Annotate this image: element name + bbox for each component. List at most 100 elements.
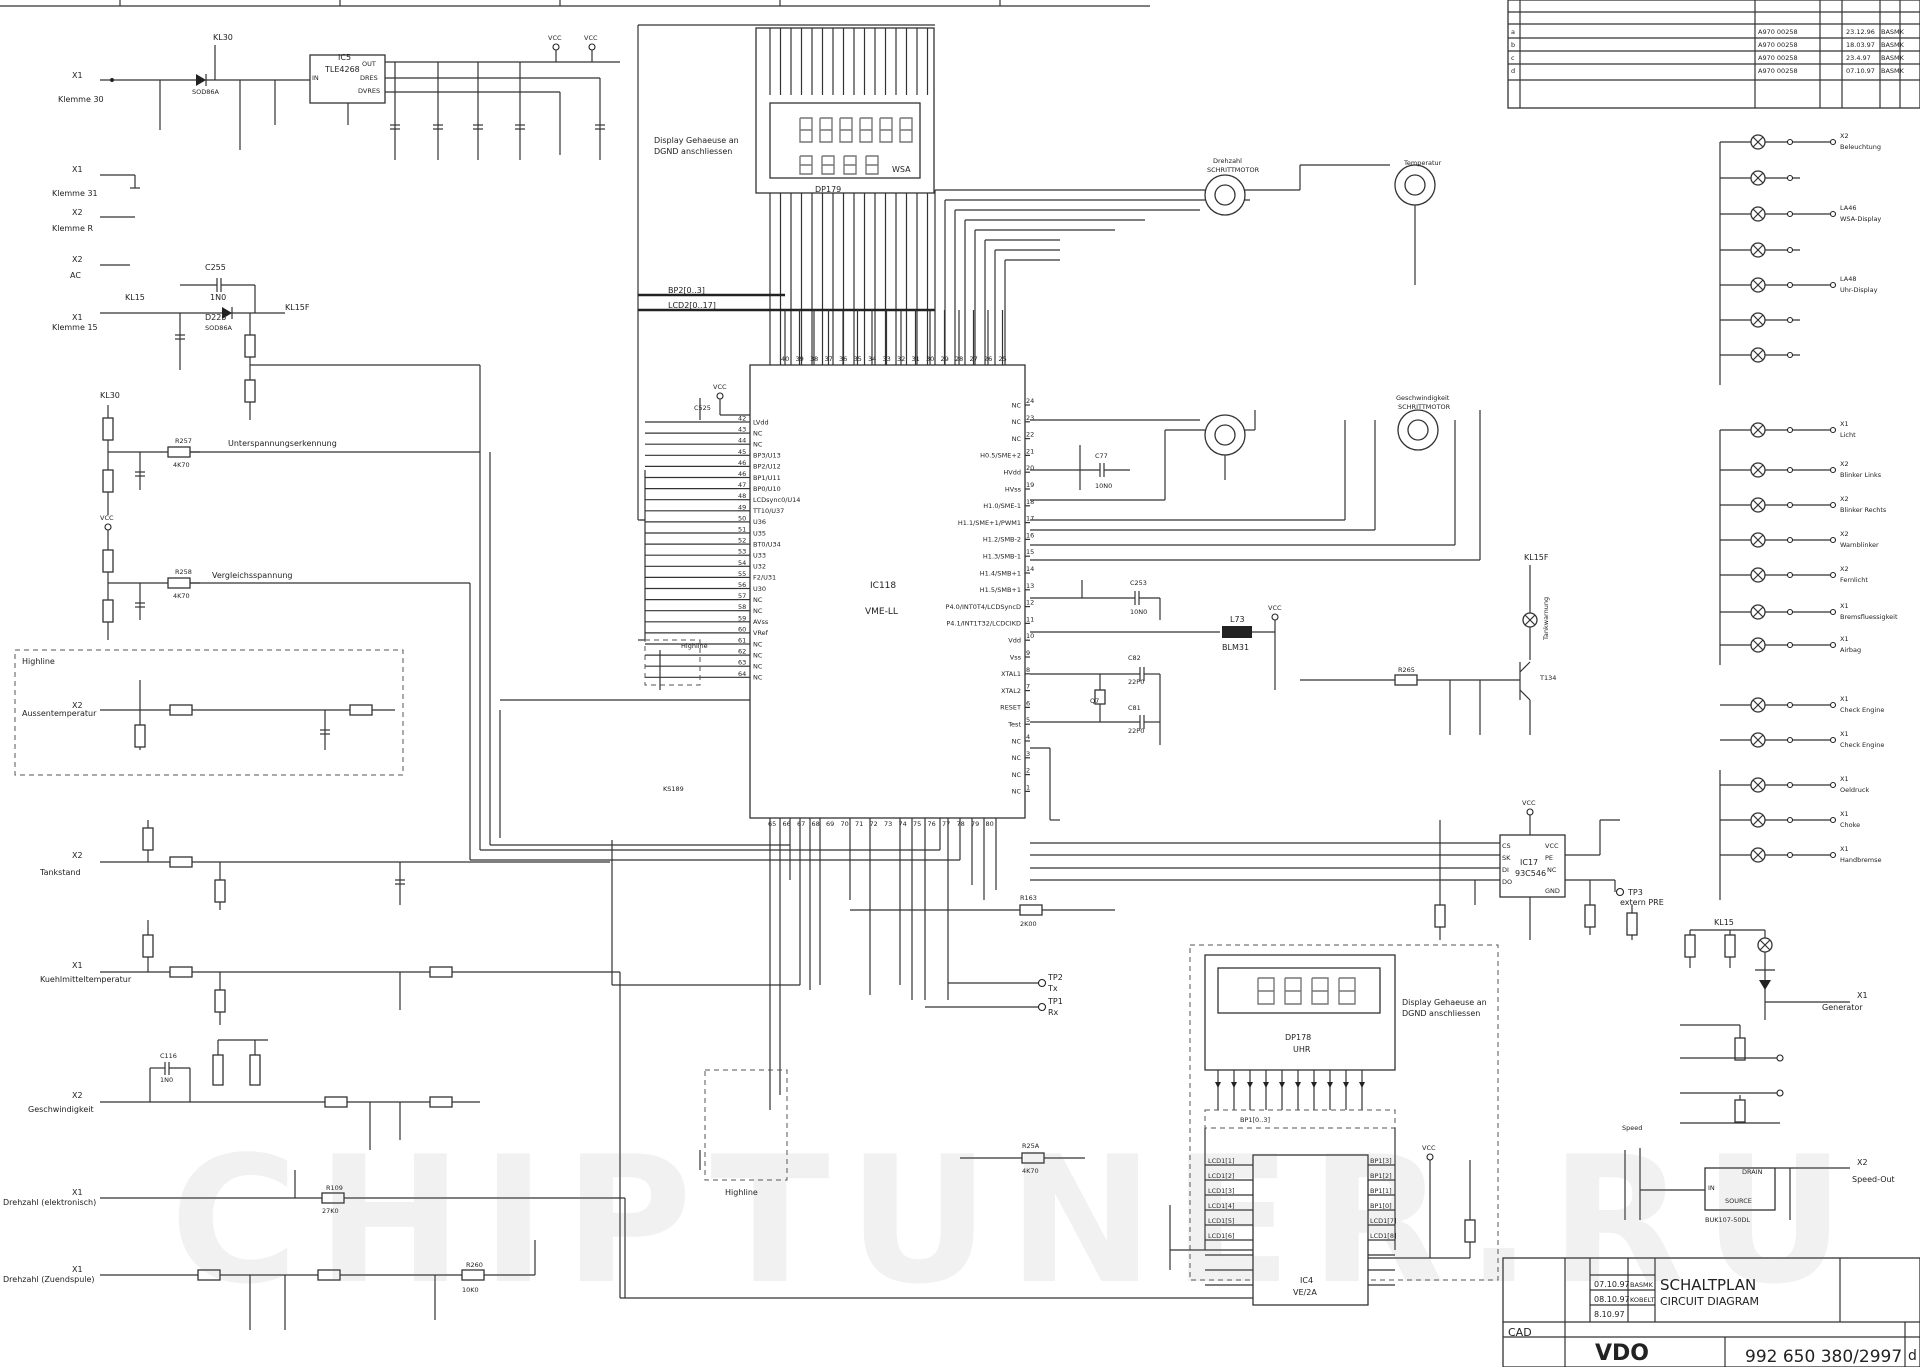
tp3-desc: extern PRE: [1620, 898, 1664, 907]
tb-title-en: CIRCUIT DIAGRAM: [1660, 1295, 1759, 1308]
tb-title-de: SCHALTPLAN: [1660, 1276, 1756, 1294]
ic118-pin-number: 46: [738, 459, 746, 467]
wsa-label: WSA: [892, 165, 911, 174]
ic118-pin-number: 5: [1026, 716, 1030, 724]
tb-drawing-number: 992 650 380/2997: [1745, 1347, 1902, 1367]
lamp-label: Check Engine: [1840, 741, 1884, 749]
ic118-pin-number: 30: [926, 355, 934, 363]
ic118-pin-number: 11: [1026, 615, 1034, 623]
c116-value: 1N0: [160, 1076, 173, 1084]
aussen-label: Aussentemperatur: [22, 709, 97, 718]
svg-text:VCC: VCC: [584, 34, 598, 42]
ic118-pin-name: NC: [1012, 435, 1022, 443]
r260-label: R260: [466, 1261, 483, 1269]
klemme15-label: Klemme 15: [52, 323, 98, 332]
svg-text:X1: X1: [72, 1188, 83, 1197]
ic118-pin-name: H1.2/SMB-2: [983, 536, 1021, 544]
r163-label: R163: [1020, 894, 1037, 902]
ic118-pin-name: NC: [753, 441, 763, 449]
lamp-connector: X2: [1840, 132, 1849, 140]
ic118-pin-number: 51: [738, 526, 746, 534]
ic118-pin-number: 36: [839, 355, 847, 363]
lamp-connector: X1: [1840, 420, 1849, 428]
lamp-label: WSA-Display: [1840, 215, 1881, 223]
ic5-regulator: [309, 54, 386, 104]
ic118-pin-name: U32: [753, 563, 766, 571]
r109-value: 27K0: [322, 1207, 339, 1215]
q7-label: Q7: [1090, 697, 1099, 705]
lamp-connector: X2: [1840, 460, 1849, 468]
lamp-label: Blinker Links: [1840, 471, 1882, 479]
ic118-pin-number: 77: [942, 820, 950, 828]
ic4-net: LCD1[1]: [1208, 1157, 1235, 1165]
geschw-motor-type: SCHRITTMOTOR: [1398, 403, 1451, 411]
ic118-pin-number: 67: [797, 820, 805, 828]
ic118-pin-number: 38: [810, 355, 818, 363]
c253-value: 10N0: [1130, 608, 1147, 616]
svg-text:VCC: VCC: [548, 34, 562, 42]
svg-text:C525: C525: [694, 404, 711, 412]
drehzahl2-label: Drehzahl (Zuendspule): [3, 1275, 95, 1284]
ic118-pin-number: 50: [738, 514, 746, 522]
generator-label: Generator: [1822, 1003, 1863, 1012]
revision-order: A970 00258: [1758, 54, 1798, 62]
lower-right: KL15 X1 Generator DRAIN IN SOURCE BUK107…: [1622, 918, 1895, 1224]
svg-text:X2: X2: [72, 1091, 83, 1100]
ic118-pin-number: 15: [1026, 548, 1034, 556]
ic118-pin-name: BP1/U11: [753, 474, 781, 482]
ic118-pin-number: 63: [738, 659, 746, 667]
uhr-note-1: Display Gehaeuse an: [1402, 998, 1487, 1007]
c82-value: 22P0: [1128, 678, 1144, 686]
ic4-net: LCD1[6]: [1208, 1232, 1235, 1240]
lamp-connector: X1: [1840, 810, 1849, 818]
uhr-section: DP178 UHR Display Gehaeuse an DGND ansch…: [1169, 944, 1499, 1306]
ic118-pin-number: 2: [1026, 767, 1030, 775]
ic118-pin-name: HVdd: [1003, 469, 1021, 477]
tank-label: Tankstand: [39, 868, 81, 877]
ic118-pin-number: 47: [738, 481, 746, 489]
kl15f-tank: KL15F: [1524, 553, 1549, 562]
kl15-label: KL15: [125, 293, 145, 302]
tp2-label: TP2: [1047, 973, 1063, 982]
ic118-pin-name: BT0/U34: [753, 540, 781, 548]
unterspannung-label: Unterspannungserkennung: [228, 439, 337, 448]
ic118-pin-number: 7: [1026, 683, 1030, 691]
digit-segment: [839, 117, 853, 143]
digit-segment: [1311, 977, 1329, 1005]
r260-value: 10K0: [462, 1286, 479, 1294]
lamp-column: X2BeleuchtungLA46WSA-DisplayLA48Uhr-Disp…: [1719, 132, 1898, 900]
digit-segment: [899, 117, 913, 143]
ic118-pin-name: NC: [753, 663, 763, 671]
ic118-pin-name: NC: [1012, 401, 1022, 409]
ic118-pin-number: 54: [738, 559, 746, 567]
ic4-net: LCD1[8]: [1370, 1232, 1397, 1240]
tp1-desc: Rx: [1048, 1008, 1059, 1017]
digit-segment: [799, 155, 813, 175]
ic118-pin-name: NC: [1012, 754, 1022, 762]
svg-text:GND: GND: [1545, 887, 1560, 895]
ic4-net: BP1[1]: [1370, 1187, 1392, 1195]
ic118-pin-number: 68: [812, 820, 820, 828]
ic118-pin-number: 69: [826, 820, 834, 828]
ic118-pin-number: 73: [884, 820, 892, 828]
ic118-pin-number: 1: [1026, 783, 1030, 791]
svg-text:DRES: DRES: [360, 74, 378, 82]
ic118-pin-name: RESET: [1000, 704, 1021, 712]
ic118-pin-name: H0.5/SME+2: [980, 452, 1021, 460]
lamp-label: Beleuchtung: [1840, 143, 1881, 151]
revision-name: BASMK: [1881, 28, 1905, 36]
ic118-pin-number: 22: [1026, 431, 1034, 439]
c116-label: C116: [160, 1052, 177, 1060]
ic4-net: LCD1[7]: [1370, 1217, 1397, 1225]
ic118-pin-number: 28: [955, 355, 963, 363]
display-note-1: Display Gehaeuse an: [654, 136, 739, 145]
t134-label: T134: [1539, 674, 1556, 682]
ic4-net: LCD1[3]: [1208, 1187, 1235, 1195]
revision-date: 07.10.97: [1846, 67, 1875, 75]
revision-no: a: [1511, 28, 1515, 36]
ic118-pin-name: U35: [753, 529, 766, 537]
lamp-label: Check Engine: [1840, 706, 1884, 714]
